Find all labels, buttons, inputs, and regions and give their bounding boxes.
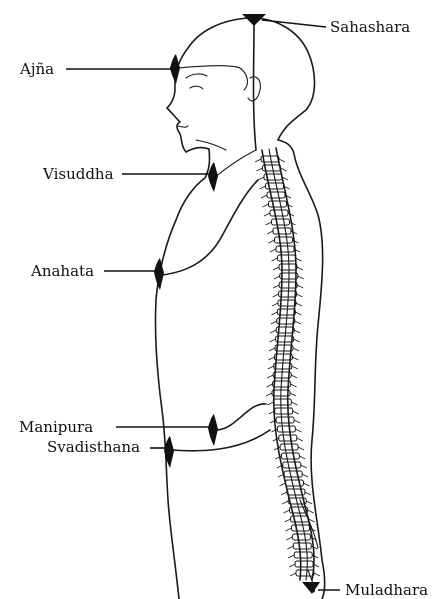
vertebra [279,435,297,441]
spine [255,148,320,580]
manipura-channel [216,404,266,430]
head-channel [178,66,247,90]
manipura-label: Manipura [19,418,93,436]
vertebra [292,525,310,531]
vertebra [293,543,311,549]
ajna-label: Ajña [19,60,54,78]
vertebra [273,228,291,234]
sahashara-label: Sahashara [330,18,410,36]
heart-channel [162,180,258,275]
manipura-chakra [208,414,218,446]
muladhara-label: Muladhara [345,581,428,599]
vertebra [277,426,295,432]
visuddha-label: Visuddha [42,165,114,183]
crown-channel [254,24,257,150]
vertebra [280,444,298,450]
vertebra [273,399,291,405]
vertebra [276,417,294,423]
anahata-label: Anahata [30,262,94,280]
eye [190,86,203,89]
sahashara-leader [262,20,326,27]
head-outline [167,18,315,152]
svadisthana-channel [172,430,270,451]
muladhara-chakra [302,582,320,594]
vertebra [286,480,304,486]
vertebra [283,462,301,468]
eyebrow [186,74,207,78]
chakra-labels: Sahashara Ajña Visuddha Anahata Manipura… [19,18,428,599]
mouth [178,126,188,127]
svadisthana-label: Svadisthana [47,438,140,456]
vertebra [275,408,293,414]
vertebra [272,219,290,225]
vertebra [281,453,299,459]
vertebra [270,210,288,216]
throat-channel [214,150,256,178]
front-torso-outline [155,149,209,599]
jaw-line [196,140,226,150]
vertebra [275,237,293,243]
vertebra [284,471,302,477]
vertebra [294,552,312,558]
vertebra [276,246,294,252]
vertebra [292,534,310,540]
vertebra [269,201,287,207]
vertebra [295,561,313,567]
vertebrae [255,156,320,576]
vertebra [278,255,296,261]
vertebra [296,570,314,576]
